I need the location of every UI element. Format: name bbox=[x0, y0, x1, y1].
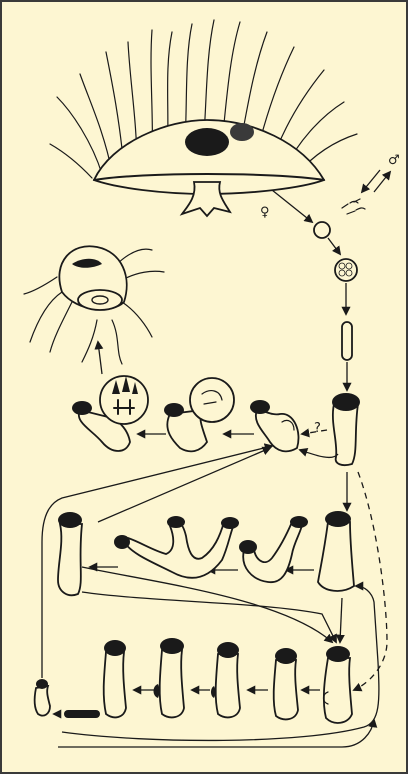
polyp-row3-left bbox=[58, 512, 82, 595]
medusa-gonad bbox=[185, 128, 229, 156]
polyp-row4-right bbox=[324, 646, 353, 723]
free-young-medusa bbox=[24, 246, 164, 364]
stolon-fragment bbox=[64, 710, 100, 718]
polyp-row4-d bbox=[154, 638, 185, 717]
question-mark: ? bbox=[314, 421, 321, 436]
female-symbol: ♀ bbox=[260, 205, 270, 220]
sperm-cells bbox=[342, 199, 365, 214]
polyp-settled bbox=[332, 393, 360, 465]
male-symbol: ♂ bbox=[388, 153, 400, 168]
blastula bbox=[335, 259, 357, 281]
polyp-row3-bending bbox=[239, 516, 308, 582]
polyp-with-bud bbox=[250, 400, 298, 451]
polyp-row3-right bbox=[318, 511, 354, 591]
adult-medusa bbox=[50, 20, 357, 216]
polyp-row4-small bbox=[35, 679, 50, 716]
medusa-gonad-2 bbox=[230, 123, 254, 141]
polyp-releasing-medusa bbox=[72, 376, 148, 451]
dashed-bypass-arrow bbox=[354, 472, 387, 690]
polyp-row4-c bbox=[211, 642, 240, 717]
row3-to-row4-arrow bbox=[340, 598, 342, 642]
egg bbox=[314, 222, 330, 238]
to-free-medusa-arrow bbox=[98, 342, 102, 374]
loop-row3-to-row4 bbox=[82, 592, 336, 642]
loop-row3-to-row2 bbox=[98, 448, 270, 522]
young-medusa-bud bbox=[100, 376, 148, 424]
medusa-bud bbox=[190, 378, 234, 422]
loop-base bbox=[58, 720, 374, 747]
polyp-row4-b bbox=[274, 648, 298, 719]
polyp-to-bud-arrow bbox=[300, 450, 338, 457]
planula-larva bbox=[342, 322, 352, 360]
egg-to-blastula-arrow bbox=[328, 238, 340, 254]
polyp-row3-u-shaped bbox=[114, 516, 239, 578]
loop-row3-diagonal bbox=[82, 567, 332, 642]
polyp-row4-e bbox=[104, 640, 126, 717]
polyp-tentacle-crown bbox=[332, 393, 360, 411]
polyp-developing-medusa bbox=[164, 378, 234, 451]
egg-release-arrow bbox=[272, 190, 312, 222]
